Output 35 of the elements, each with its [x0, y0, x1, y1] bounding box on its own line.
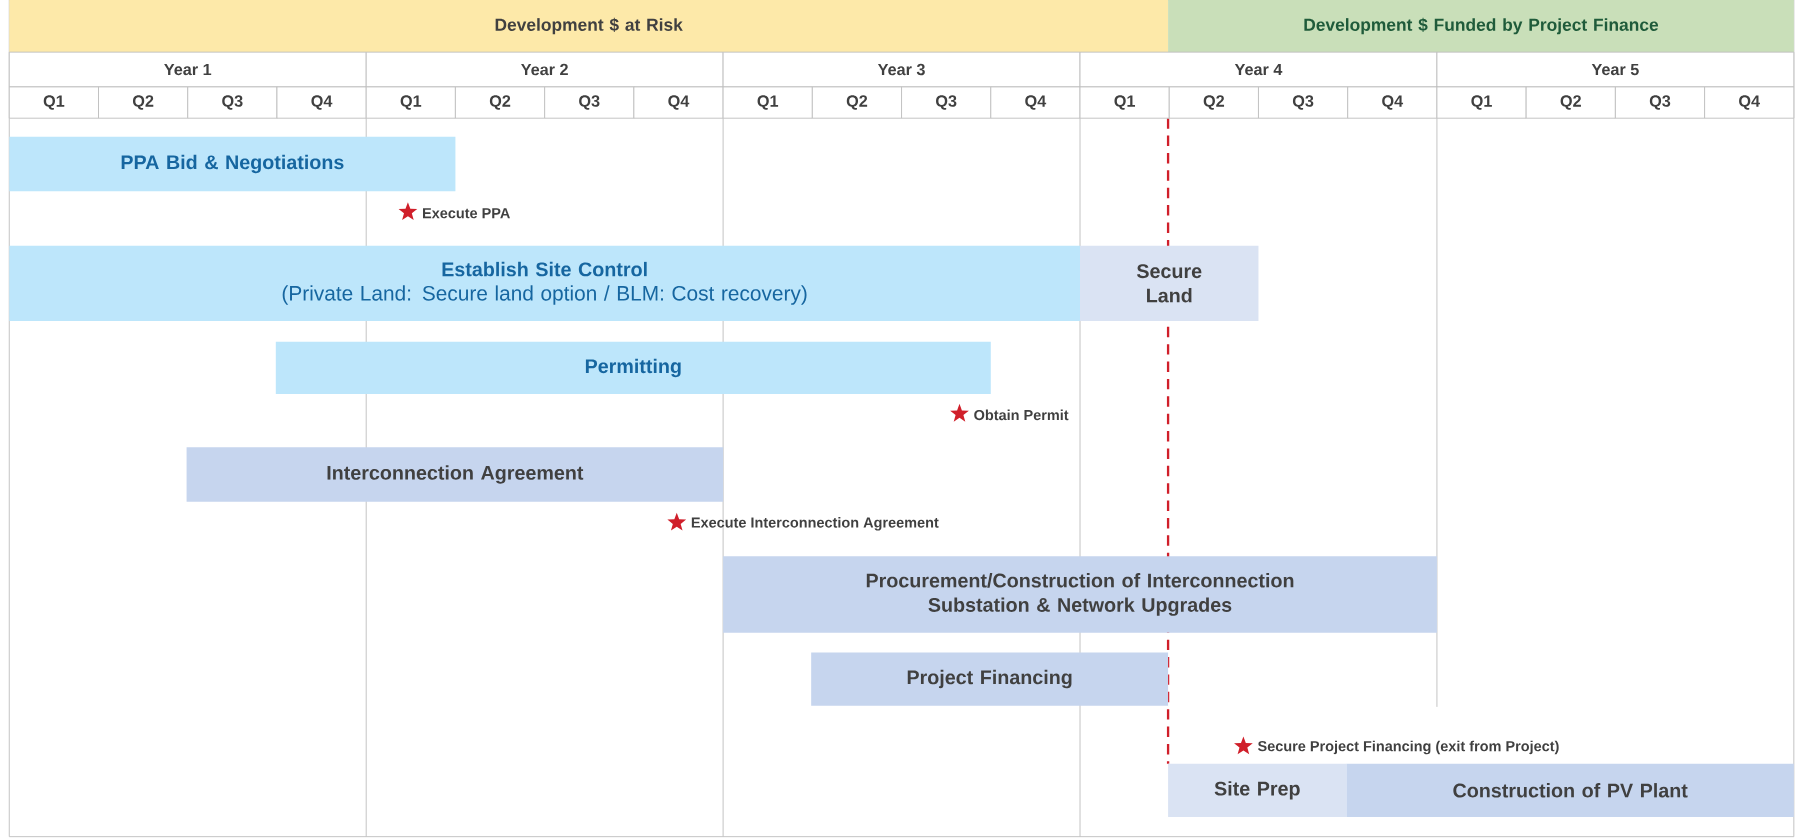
quarter-cell: Q3: [544, 86, 635, 119]
task-bar: Establish Site Control (Private Land: Secure land option / BLM: Cost recovery): [9, 245, 1080, 321]
header-band: Development $ at Risk: [9, 0, 1169, 53]
quarter-cell: Q4: [633, 86, 724, 119]
quarter-cell: Q1: [1436, 86, 1527, 119]
quarter-cell: Q4: [990, 86, 1081, 119]
quarter-cell: Q3: [187, 86, 278, 119]
quarter-cell: Q2: [98, 86, 189, 119]
task-bar: Project Financing: [811, 652, 1169, 706]
quarter-cell: Q3: [1258, 86, 1349, 119]
quarter-cell: Q4: [1347, 86, 1438, 119]
milestone: Secure Project Financing (exit from Project): [1234, 736, 1559, 755]
task-bar: Construction of PV Plant: [1346, 763, 1794, 817]
task-bar: Permitting: [275, 341, 991, 394]
quarter-cell: Q1: [1079, 86, 1170, 119]
task-bar: PPA Bid & Negotiations: [9, 136, 456, 192]
milestone: Execute PPA: [398, 202, 510, 221]
task-bar: Procurement/Construction of Interconnection Substation & Network Upgrades: [723, 556, 1437, 633]
quarter-cell: Q2: [454, 86, 546, 119]
milestone: Execute Interconnection Agreement: [667, 512, 939, 531]
quarter-cell: Q1: [722, 86, 813, 119]
quarter-cell: Q4: [1704, 86, 1795, 119]
quarter-cell: Q2: [1525, 86, 1616, 119]
quarter-cell: Q2: [1168, 86, 1259, 119]
quarter-cell: Q1: [8, 86, 99, 119]
header-band: Development $ Funded by Project Finance: [1168, 0, 1794, 53]
quarter-cell: Q2: [811, 86, 903, 119]
milestone: Obtain Permit: [950, 403, 1069, 422]
quarter-cell: Q4: [276, 86, 367, 119]
task-bar: Secure Land: [1080, 245, 1259, 321]
task-bar: Interconnection Agreement: [186, 447, 724, 502]
task-bar: Site Prep: [1168, 763, 1347, 817]
quarter-cell: Q3: [901, 86, 992, 119]
quarter-cell: Q1: [365, 86, 456, 119]
quarter-cell: Q3: [1614, 86, 1706, 119]
